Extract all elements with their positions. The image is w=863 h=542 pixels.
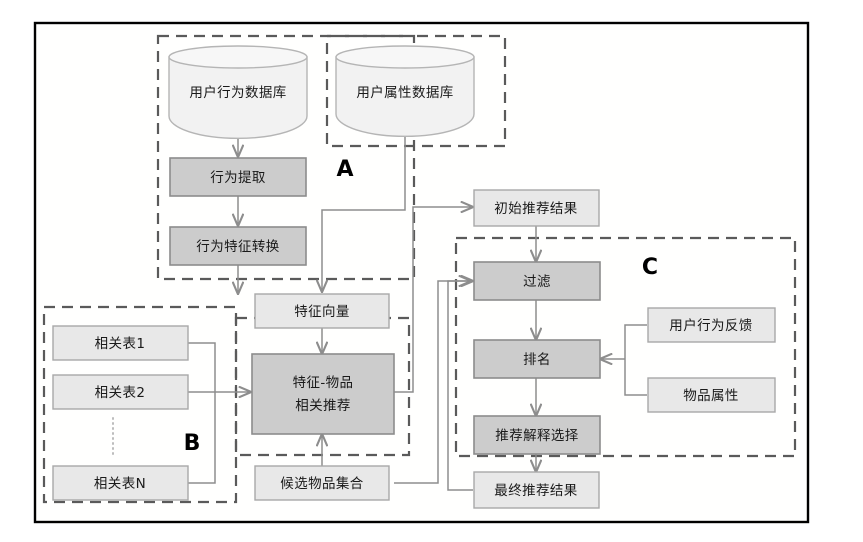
node-label: 行为特征转换 (196, 239, 279, 255)
node-feature-vector[interactable]: 特征向量 (254, 293, 390, 329)
group-c-boundary (454, 236, 797, 458)
node-db-user-behavior[interactable]: 用户行为数据库 (168, 45, 308, 140)
node-label: 相关表1 (95, 336, 146, 352)
group-label-c: C (642, 255, 658, 280)
node-rank[interactable]: 排名 (473, 339, 601, 379)
edge-table1-bus (188, 342, 216, 392)
edge-feedback-bus (624, 324, 647, 359)
node-label: 行为提取 (210, 170, 266, 186)
node-label: 推荐解释选择 (495, 428, 578, 444)
group-b-boundary (42, 305, 238, 504)
node-label: 特征向量 (294, 304, 350, 320)
edge-db-attribute-to-featurevector (322, 124, 406, 292)
node-label: 初始推荐结果 (494, 200, 577, 217)
node-filter[interactable]: 过滤 (473, 261, 601, 301)
edge-attribute-bus (624, 359, 647, 396)
edge-final-to-filter (447, 281, 473, 491)
node-label-line2: 相关推荐 (295, 398, 351, 414)
node-user-behavior-feedback[interactable]: 用户行为反馈 (647, 307, 776, 343)
node-label-line1: 特征-物品 (293, 375, 354, 391)
node-label: 物品属性 (683, 388, 739, 404)
node-behavior-feature-transform[interactable]: 行为特征转换 (169, 226, 307, 266)
node-related-table-n[interactable]: 相关表N (52, 465, 189, 501)
node-label: 用户行为反馈 (669, 317, 752, 334)
node-label: 相关表2 (95, 385, 146, 401)
node-label: 用户属性数据库 (356, 84, 453, 101)
edge-recommend-to-initial (394, 207, 473, 393)
edge-tablen-bus (188, 392, 216, 484)
group-label-b: B (184, 431, 201, 456)
node-item-attribute[interactable]: 物品属性 (647, 377, 776, 413)
node-label: 过滤 (523, 274, 551, 290)
node-initial-result[interactable]: 初始推荐结果 (473, 189, 600, 227)
group-label-a: A (336, 157, 353, 182)
node-feature-item-recommend[interactable]: 特征-物品 相关推荐 (251, 353, 395, 435)
node-db-user-attribute[interactable]: 用户属性数据库 (335, 45, 475, 138)
node-final-result[interactable]: 最终推荐结果 (473, 471, 600, 509)
node-related-table-2[interactable]: 相关表2 (52, 374, 189, 410)
node-label: 最终推荐结果 (494, 483, 577, 499)
node-label: 候选物品集合 (280, 476, 363, 492)
node-label: 相关表N (94, 476, 146, 492)
node-label: 排名 (523, 352, 551, 368)
node-related-table-1[interactable]: 相关表1 (52, 325, 189, 361)
node-label: 用户行为数据库 (189, 84, 286, 101)
node-explain-select[interactable]: 推荐解释选择 (473, 415, 601, 455)
node-behavior-extract[interactable]: 行为提取 (169, 157, 307, 197)
node-candidate-item-set[interactable]: 候选物品集合 (254, 465, 390, 501)
group-a-boundary (156, 34, 416, 281)
